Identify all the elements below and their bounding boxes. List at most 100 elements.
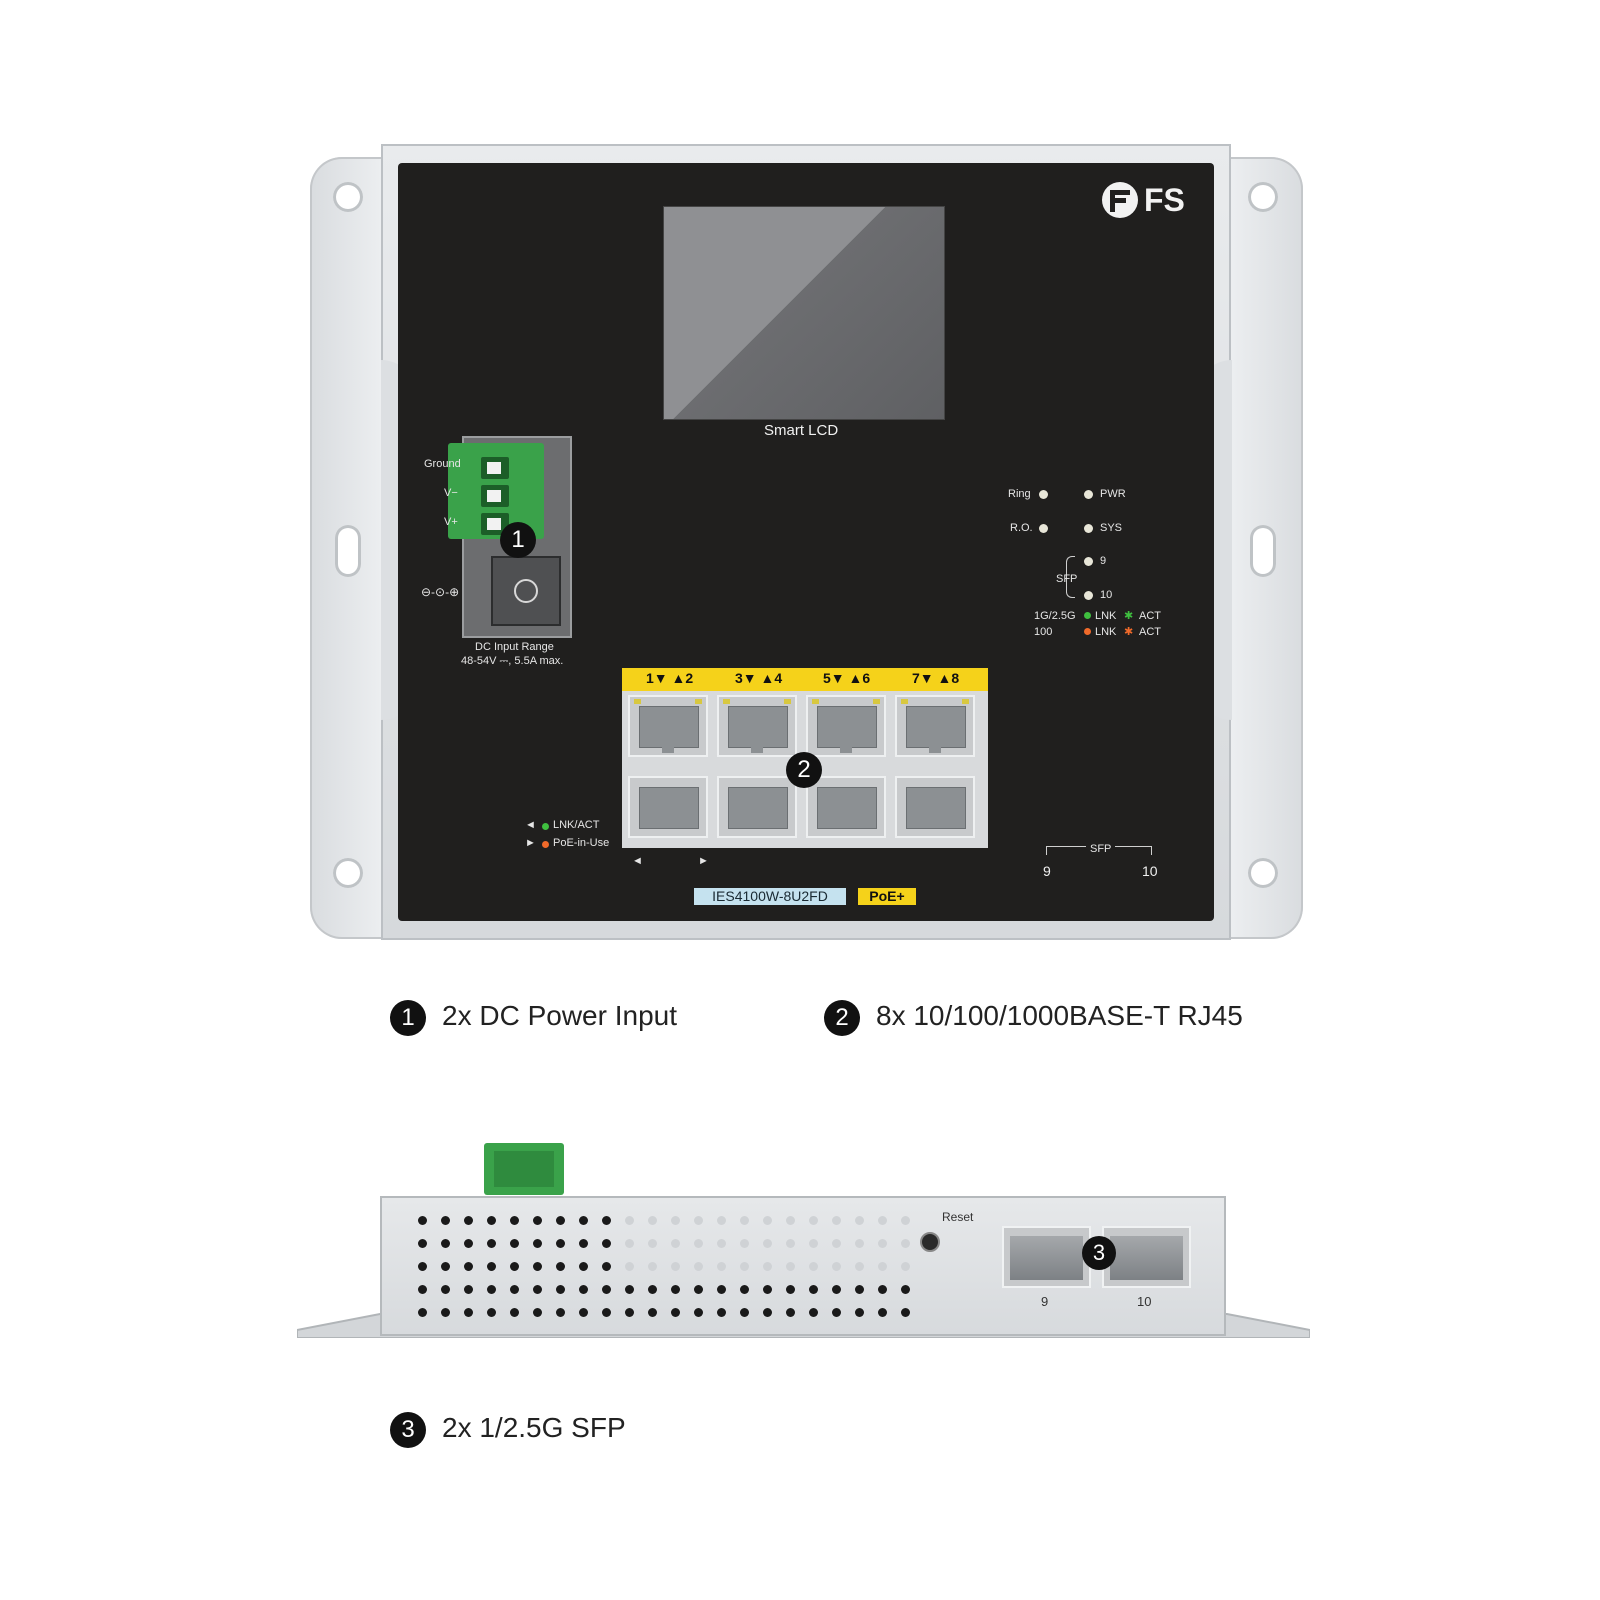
vent-hole <box>625 1239 634 1248</box>
rj45-port-block <box>622 691 988 848</box>
legend-arrow-left-icon: ◄ <box>525 819 536 831</box>
vent-hole <box>487 1308 496 1317</box>
port-pair-1-2: 1▼ ▲2 <box>646 670 694 686</box>
vent-hole <box>602 1308 611 1317</box>
vent-hole <box>855 1262 864 1271</box>
reset-button[interactable] <box>920 1232 940 1252</box>
vent-hole <box>694 1285 703 1294</box>
vent-hole <box>878 1239 887 1248</box>
legend-text-3: 2x 1/2.5G SFP <box>442 1412 626 1443</box>
led-sfp10 <box>1084 591 1093 600</box>
vent-hole <box>694 1216 703 1225</box>
rj45-socket <box>817 706 877 753</box>
led-label-sfp: SFP <box>1056 573 1078 585</box>
terminal-screw <box>487 490 501 502</box>
callout-badge-3: 3 <box>1082 1236 1116 1270</box>
vent-hole <box>809 1285 818 1294</box>
vent-hole <box>602 1262 611 1271</box>
vent-hole <box>487 1285 496 1294</box>
vent-hole <box>648 1308 657 1317</box>
legend-lnk-led <box>542 823 549 830</box>
led-sfp9 <box>1084 557 1093 566</box>
port-led <box>634 699 641 704</box>
led-ro <box>1039 524 1048 533</box>
vent-hole <box>717 1285 726 1294</box>
vent-hole <box>579 1216 588 1225</box>
vent-hole <box>648 1216 657 1225</box>
port-pair-5-6: 5▼ ▲6 <box>823 670 871 686</box>
vent-hole <box>648 1262 657 1271</box>
vent-hole <box>464 1262 473 1271</box>
vent-hole <box>786 1262 795 1271</box>
panel-edge-left <box>398 360 418 720</box>
sfp-front-port9: 9 <box>1043 863 1051 879</box>
sfp-front-port10: 10 <box>1142 863 1158 879</box>
port-led <box>962 699 969 704</box>
vent-hole <box>510 1285 519 1294</box>
vent-hole <box>763 1285 772 1294</box>
port-led <box>873 699 880 704</box>
side-sfp9-label: 9 <box>1041 1294 1049 1309</box>
callout-badge-1: 1 <box>500 522 536 558</box>
rj45-port-7[interactable] <box>895 695 975 757</box>
vent-hole <box>602 1285 611 1294</box>
vent-hole <box>510 1239 519 1248</box>
rj45-socket <box>817 787 877 829</box>
legend-badge-3: 3 <box>390 1412 426 1448</box>
vent-hole <box>901 1262 910 1271</box>
rj45-port-3[interactable] <box>717 695 797 757</box>
rj45-port-2[interactable] <box>628 776 708 838</box>
vent-hole <box>809 1216 818 1225</box>
vent-hole <box>763 1239 772 1248</box>
led-100-lnk <box>1084 628 1091 635</box>
vent-hole <box>809 1239 818 1248</box>
vent-hole <box>717 1216 726 1225</box>
port-number-bar: 1▼ ▲2 3▼ ▲4 5▼ ▲6 7▼ ▲8 <box>622 668 988 691</box>
vent-hole <box>671 1285 680 1294</box>
vent-hole <box>441 1216 450 1225</box>
port-pair-7-8: 7▼ ▲8 <box>912 670 960 686</box>
fs-logo: FS <box>1100 180 1200 225</box>
sfp-port-9[interactable] <box>1002 1226 1091 1288</box>
vent-hole <box>901 1308 910 1317</box>
vent-hole <box>510 1262 519 1271</box>
dc-terminal-block <box>448 443 544 539</box>
vent-hole <box>763 1262 772 1271</box>
vent-hole <box>901 1285 910 1294</box>
rj45-socket <box>728 706 788 753</box>
vent-hole <box>418 1285 427 1294</box>
led-label-sfp10: 10 <box>1100 589 1113 601</box>
vent-hole <box>878 1308 887 1317</box>
port-pair-3-4: 3▼ ▲4 <box>735 670 783 686</box>
lcd-label: Smart LCD <box>764 422 839 439</box>
vent-hole <box>671 1262 680 1271</box>
led-label-ring: Ring <box>1008 488 1031 500</box>
mount-hole-bottom-left <box>333 858 363 888</box>
switch-side-body: Reset 9 10 3 <box>380 1196 1226 1336</box>
sfp-led-bracket <box>1066 556 1075 598</box>
rj45-port-4[interactable] <box>717 776 797 838</box>
vent-hole <box>878 1262 887 1271</box>
led-label-1g-act: ACT <box>1139 610 1161 622</box>
blink-green-icon: ✱ <box>1124 610 1134 622</box>
dc-jack-socket <box>514 579 538 603</box>
vent-hole <box>740 1239 749 1248</box>
vent-hole <box>763 1216 772 1225</box>
vent-hole <box>855 1216 864 1225</box>
vent-hole <box>556 1239 565 1248</box>
label-vminus: V− <box>444 487 458 499</box>
vent-hole <box>740 1308 749 1317</box>
rj45-port-8[interactable] <box>895 776 975 838</box>
legend-arrow-right-icon: ► <box>525 837 536 849</box>
rj45-port-6[interactable] <box>806 776 886 838</box>
vent-hole <box>671 1216 680 1225</box>
vent-hole <box>671 1308 680 1317</box>
led-label-speed-100: 100 <box>1034 626 1053 638</box>
vent-hole <box>602 1239 611 1248</box>
vent-hole <box>464 1239 473 1248</box>
rj45-port-5[interactable] <box>806 695 886 757</box>
callout-badge-2: 2 <box>786 752 822 788</box>
sfp-port-10[interactable] <box>1102 1226 1191 1288</box>
dc-polarity-symbol: ⊖-⊙-⊕ <box>421 585 460 599</box>
rj45-port-1[interactable] <box>628 695 708 757</box>
